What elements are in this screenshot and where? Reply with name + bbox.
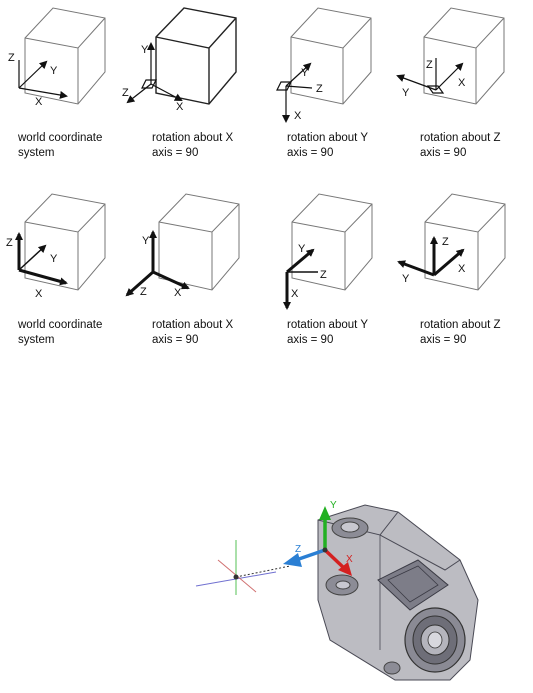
row1-panel3-z-label: Z xyxy=(316,83,323,95)
row1-panel4-axes xyxy=(396,58,464,94)
row2-panel1-caption: world coordinate system xyxy=(18,318,102,348)
row1-panel1-caption: world coordinate system xyxy=(18,131,102,161)
model-x-label: X xyxy=(346,554,353,565)
row2-panel2-diagram xyxy=(158,193,240,291)
row1-panel3-x-label: X xyxy=(294,110,302,122)
row2-panel1-diagram xyxy=(24,193,106,291)
row2-panel3-z-label: Z xyxy=(320,269,327,281)
row2-panel4-z-label: Z xyxy=(442,236,449,248)
row1-panel3-y-label: Y xyxy=(301,67,309,79)
cylinder-part-model xyxy=(317,504,479,681)
row1-panel1-axes xyxy=(18,60,68,99)
row2-panel3-axes xyxy=(283,248,318,310)
row1-panel4-caption: rotation about Z axis = 90 xyxy=(420,131,501,161)
row1-panel3-diagram xyxy=(290,7,372,105)
row2-panel4-y-label: Y xyxy=(402,273,410,285)
caption-line1: rotation about Z xyxy=(420,319,501,331)
row1-panel2-z-label: Z xyxy=(122,87,129,99)
caption-line1: world coordinate xyxy=(18,319,103,331)
caption-line2: axis = 90 xyxy=(152,334,199,346)
row1-panel4-x-label: X xyxy=(458,77,466,89)
row1-panel1-z-label: Z xyxy=(8,52,15,64)
row1-panel2-x-label: X xyxy=(176,101,184,113)
row2-panel2-z-label: Z xyxy=(140,286,147,298)
row2-panel1-z-label: Z xyxy=(6,237,13,249)
row1-panel2-diagram xyxy=(155,7,237,105)
caption-line1: rotation about Y xyxy=(287,132,368,144)
caption-line1: rotation about X xyxy=(152,319,234,331)
caption-line2: axis = 90 xyxy=(420,147,467,159)
row1-panel1-diagram xyxy=(24,7,106,105)
row2-panel3-caption: rotation about Y axis = 90 xyxy=(287,318,368,348)
row2-panel3-diagram xyxy=(291,193,373,291)
caption-line1: rotation about Y xyxy=(287,319,368,331)
caption-line2: axis = 90 xyxy=(152,147,199,159)
row2-panel3-x-label: X xyxy=(291,288,299,300)
row2-panel4-diagram xyxy=(424,193,506,291)
row1-panel2-y-label: Y xyxy=(141,44,149,56)
caption-line2: axis = 90 xyxy=(420,334,467,346)
ucs-crosshair xyxy=(195,540,291,595)
row1-panel1-y-label: Y xyxy=(50,65,58,77)
row2-panel2-caption: rotation about X axis = 90 xyxy=(152,318,233,348)
row1-panel2-caption: rotation about X axis = 90 xyxy=(152,131,233,161)
row2-panel2-y-label: Y xyxy=(142,235,150,247)
row2-panel4-axes xyxy=(397,236,465,277)
caption-line2: axis = 90 xyxy=(287,334,334,346)
row2-panel4-caption: rotation about Z axis = 90 xyxy=(420,318,501,348)
model-ucs-gizmo: Y Z X xyxy=(283,500,353,576)
model-z-label: Z xyxy=(295,544,301,555)
row1-panel1-x-label: X xyxy=(35,96,43,108)
row1-panel3-caption: rotation about Y axis = 90 xyxy=(287,131,368,161)
caption-line2: system xyxy=(18,147,55,159)
caption-line2: axis = 90 xyxy=(287,147,334,159)
caption-line1: rotation about Z xyxy=(420,132,501,144)
caption-line2: system xyxy=(18,334,55,346)
row1-panel4-diagram xyxy=(423,7,505,105)
row2-panel4-x-label: X xyxy=(458,263,466,275)
row2-panel3-y-label: Y xyxy=(298,243,306,255)
row1-panel4-z-label: Z xyxy=(426,59,433,71)
caption-line1: rotation about X xyxy=(152,132,234,144)
row1-panel2-axes xyxy=(126,42,183,104)
row2-panel1-x-label: X xyxy=(35,288,43,300)
row2-panel2-x-label: X xyxy=(174,287,182,299)
caption-line1: world coordinate xyxy=(18,132,103,144)
row1-panel4-y-label: Y xyxy=(402,87,410,99)
row1-panel3-axes xyxy=(276,62,313,123)
row2-panel1-axes xyxy=(15,232,68,286)
model-y-label: Y xyxy=(330,500,337,511)
row2-panel1-y-label: Y xyxy=(50,253,58,265)
row2-panel2-axes xyxy=(125,230,190,297)
